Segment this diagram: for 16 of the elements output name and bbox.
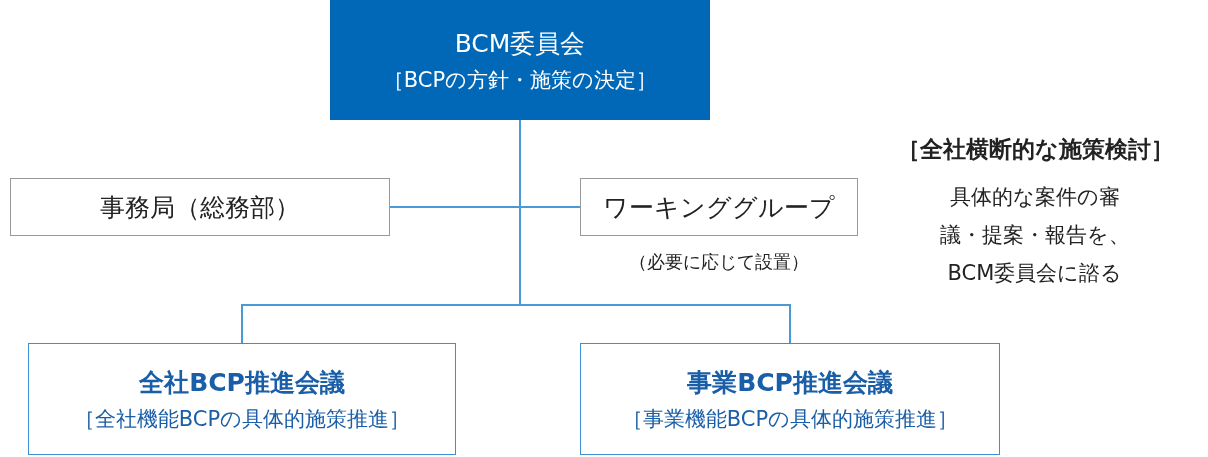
box-subtitle: ［全社機能BCPの具体的施策推進］: [73, 405, 411, 433]
box-subtitle: ［BCPの方針・施策の決定］: [382, 66, 658, 94]
box-title: ワーキンググループ: [603, 191, 835, 224]
org-box: [580, 178, 858, 236]
box-title: 全社BCP推進会議: [139, 366, 345, 399]
box-title: 事務局（総務部）: [100, 191, 300, 224]
committee-box: [330, 0, 710, 120]
box-note: （必要に応じて設置）: [629, 250, 809, 274]
note-text: 具体的な案件の審議・提案・報告を、BCM委員会に諮る: [939, 184, 1131, 287]
box-title: BCM委員会: [454, 27, 586, 60]
note-heading: ［全社横断的な施策検討］: [896, 135, 1174, 164]
box-subtitle: ［事業機能BCPの具体的施策推進］: [621, 405, 959, 433]
council-box: [28, 343, 456, 455]
council-box: [580, 343, 1000, 455]
box-title: 事業BCP推進会議: [687, 366, 893, 399]
org-box: [10, 178, 390, 236]
